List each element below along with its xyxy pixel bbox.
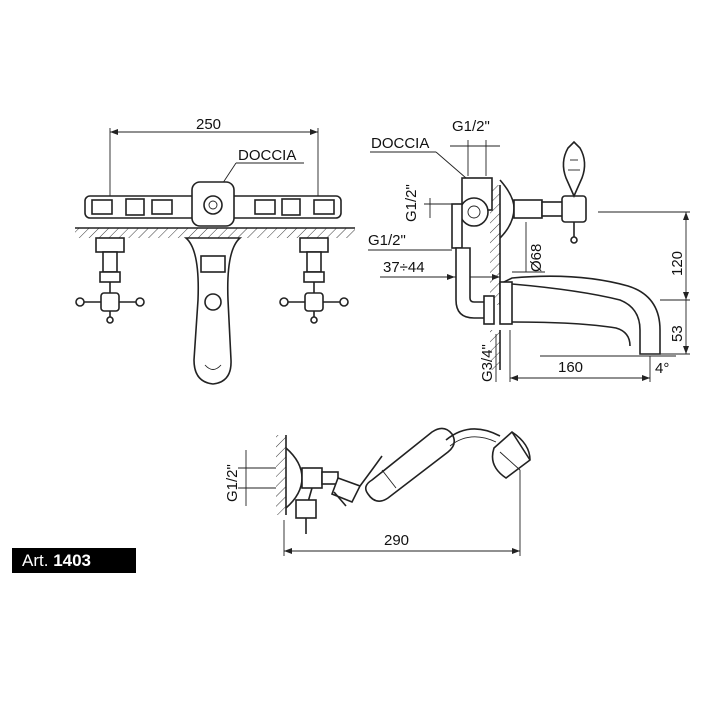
side-diverter (459, 197, 489, 227)
g12-left-label: G1/2" (368, 232, 406, 249)
right-tap (279, 237, 349, 324)
diverter-knob (203, 195, 223, 215)
doccia-label-side: DOCCIA (371, 135, 429, 152)
side-wall-hatch (490, 185, 500, 305)
g12-vertical-label: G1/2" (403, 184, 420, 222)
article-number: 1403 (53, 551, 92, 570)
range-label: 37÷44 (383, 259, 425, 276)
handshower-wall-hatch (276, 435, 286, 515)
spout-side (501, 275, 661, 355)
g34-label: G3/4" (479, 344, 496, 382)
dimension-120-label: 120 (669, 251, 686, 276)
angle-label: 4° (655, 360, 669, 377)
left-tap (75, 237, 145, 324)
diameter-label: Ø68 (528, 244, 545, 272)
shower-head (491, 430, 531, 479)
side-lever-handle (562, 140, 586, 198)
handshower-handle (364, 427, 456, 502)
doccia-label-front: DOCCIA (238, 147, 296, 164)
article-badge: Art. 1403 (12, 548, 136, 573)
dimension-290-label: 290 (384, 532, 409, 549)
handshower-g12-label: G1/2" (224, 464, 241, 502)
g12-top-label: G1/2" (452, 118, 490, 135)
spout-aerator (204, 293, 222, 311)
dimension-250-label: 250 (196, 116, 221, 133)
dimension-160-label: 160 (558, 359, 583, 376)
handshower-view: G1/2" 290 (224, 427, 531, 556)
front-view: 250 DOCCIA (75, 116, 355, 385)
wall-hatch (75, 228, 355, 238)
dimension-53-label: 53 (669, 325, 686, 342)
bracket-body (301, 467, 323, 489)
article-prefix: Art. (22, 551, 49, 570)
spout-front (183, 237, 243, 385)
bracket-valve (295, 499, 317, 519)
side-view: G1/2" DOCCIA G1/2" G1/2" 37÷44 (368, 118, 690, 382)
side-handle-base (561, 195, 587, 223)
